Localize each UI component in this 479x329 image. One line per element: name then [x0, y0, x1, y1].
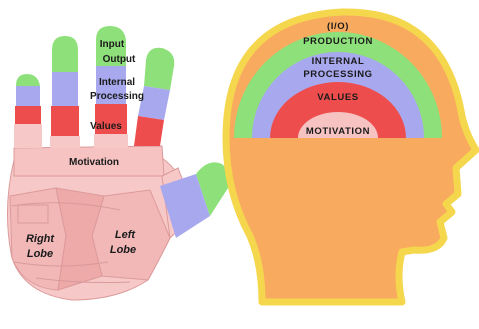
label-right-lobe-2: Lobe [27, 248, 53, 260]
label-left-lobe-2: Lobe [110, 244, 136, 256]
label-right-lobe-1: Right [26, 233, 55, 245]
label-output: Output [103, 54, 136, 65]
hand-diagram: Input Output Internal Processing Values … [7, 26, 230, 300]
label-io: (I/O) [327, 21, 349, 32]
label-input: Input [100, 39, 125, 50]
label-left-lobe-1: Left [115, 229, 137, 241]
finger-ring [50, 36, 80, 148]
label-values: Values [90, 121, 122, 132]
label-internal-head: INTERNAL [312, 56, 365, 67]
head-diagram: (I/O) PRODUCTION INTERNAL PROCESSING VAL… [226, 12, 476, 302]
label-internal: Internal [99, 77, 135, 88]
label-production: PRODUCTION [303, 36, 373, 47]
label-motivation: Motivation [69, 157, 119, 168]
label-processing-head: PROCESSING [303, 69, 372, 80]
label-motivation-head: MOTIVATION [306, 126, 370, 137]
label-values-head: VALUES [317, 92, 358, 103]
label-processing: Processing [90, 91, 144, 102]
thumb [160, 162, 230, 238]
finger-pinky [14, 74, 42, 148]
